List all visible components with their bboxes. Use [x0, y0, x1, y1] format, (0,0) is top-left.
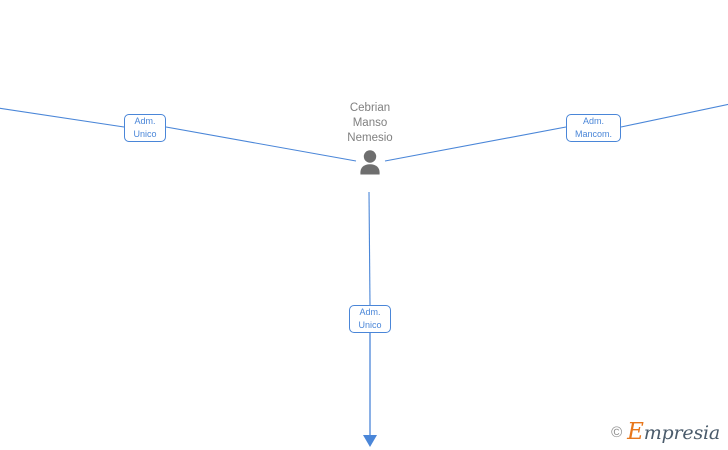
copyright-icon: ©: [611, 424, 623, 441]
relation-box-right-line-1: Adm.: [582, 116, 604, 126]
relation-box-right[interactable]: Adm. Mancom.: [566, 114, 621, 142]
center-person-name-line-1: Cebrian: [349, 102, 391, 114]
relation-box-left-line-2: Unico: [133, 129, 157, 139]
relation-box-bottom-line-2: Unico: [358, 320, 382, 330]
arrow-head-icon: [363, 435, 377, 447]
center-person-name-line-2: Manso: [352, 117, 388, 129]
relation-box-right-line-2: Mancom.: [574, 129, 612, 139]
edge-right-outer: [620, 103, 728, 128]
watermark: © Empresia: [611, 421, 720, 444]
relation-box-left[interactable]: Adm. Unico: [124, 114, 166, 142]
relation-box-bottom[interactable]: Adm. Unico: [349, 305, 391, 333]
center-person-label: Cebrian Manso Nemesio: [347, 101, 392, 146]
edge-person-to-bottom: [368, 191, 371, 306]
relation-box-bottom-line-1: Adm.: [359, 307, 381, 317]
person-icon: [360, 150, 380, 175]
edge-left-to-person: [165, 126, 357, 162]
relation-box-left-line-1: Adm.: [134, 116, 156, 126]
edge-person-to-right: [384, 126, 567, 162]
brand-rest: mpresia: [643, 422, 720, 444]
brand-logo-text: Empresia: [627, 421, 720, 444]
center-person-node[interactable]: Cebrian Manso Nemesio: [305, 101, 435, 178]
center-person-name-line-3: Nemesio: [347, 132, 393, 144]
brand-initial: E: [627, 419, 644, 445]
edge-left-outer: [0, 107, 125, 128]
